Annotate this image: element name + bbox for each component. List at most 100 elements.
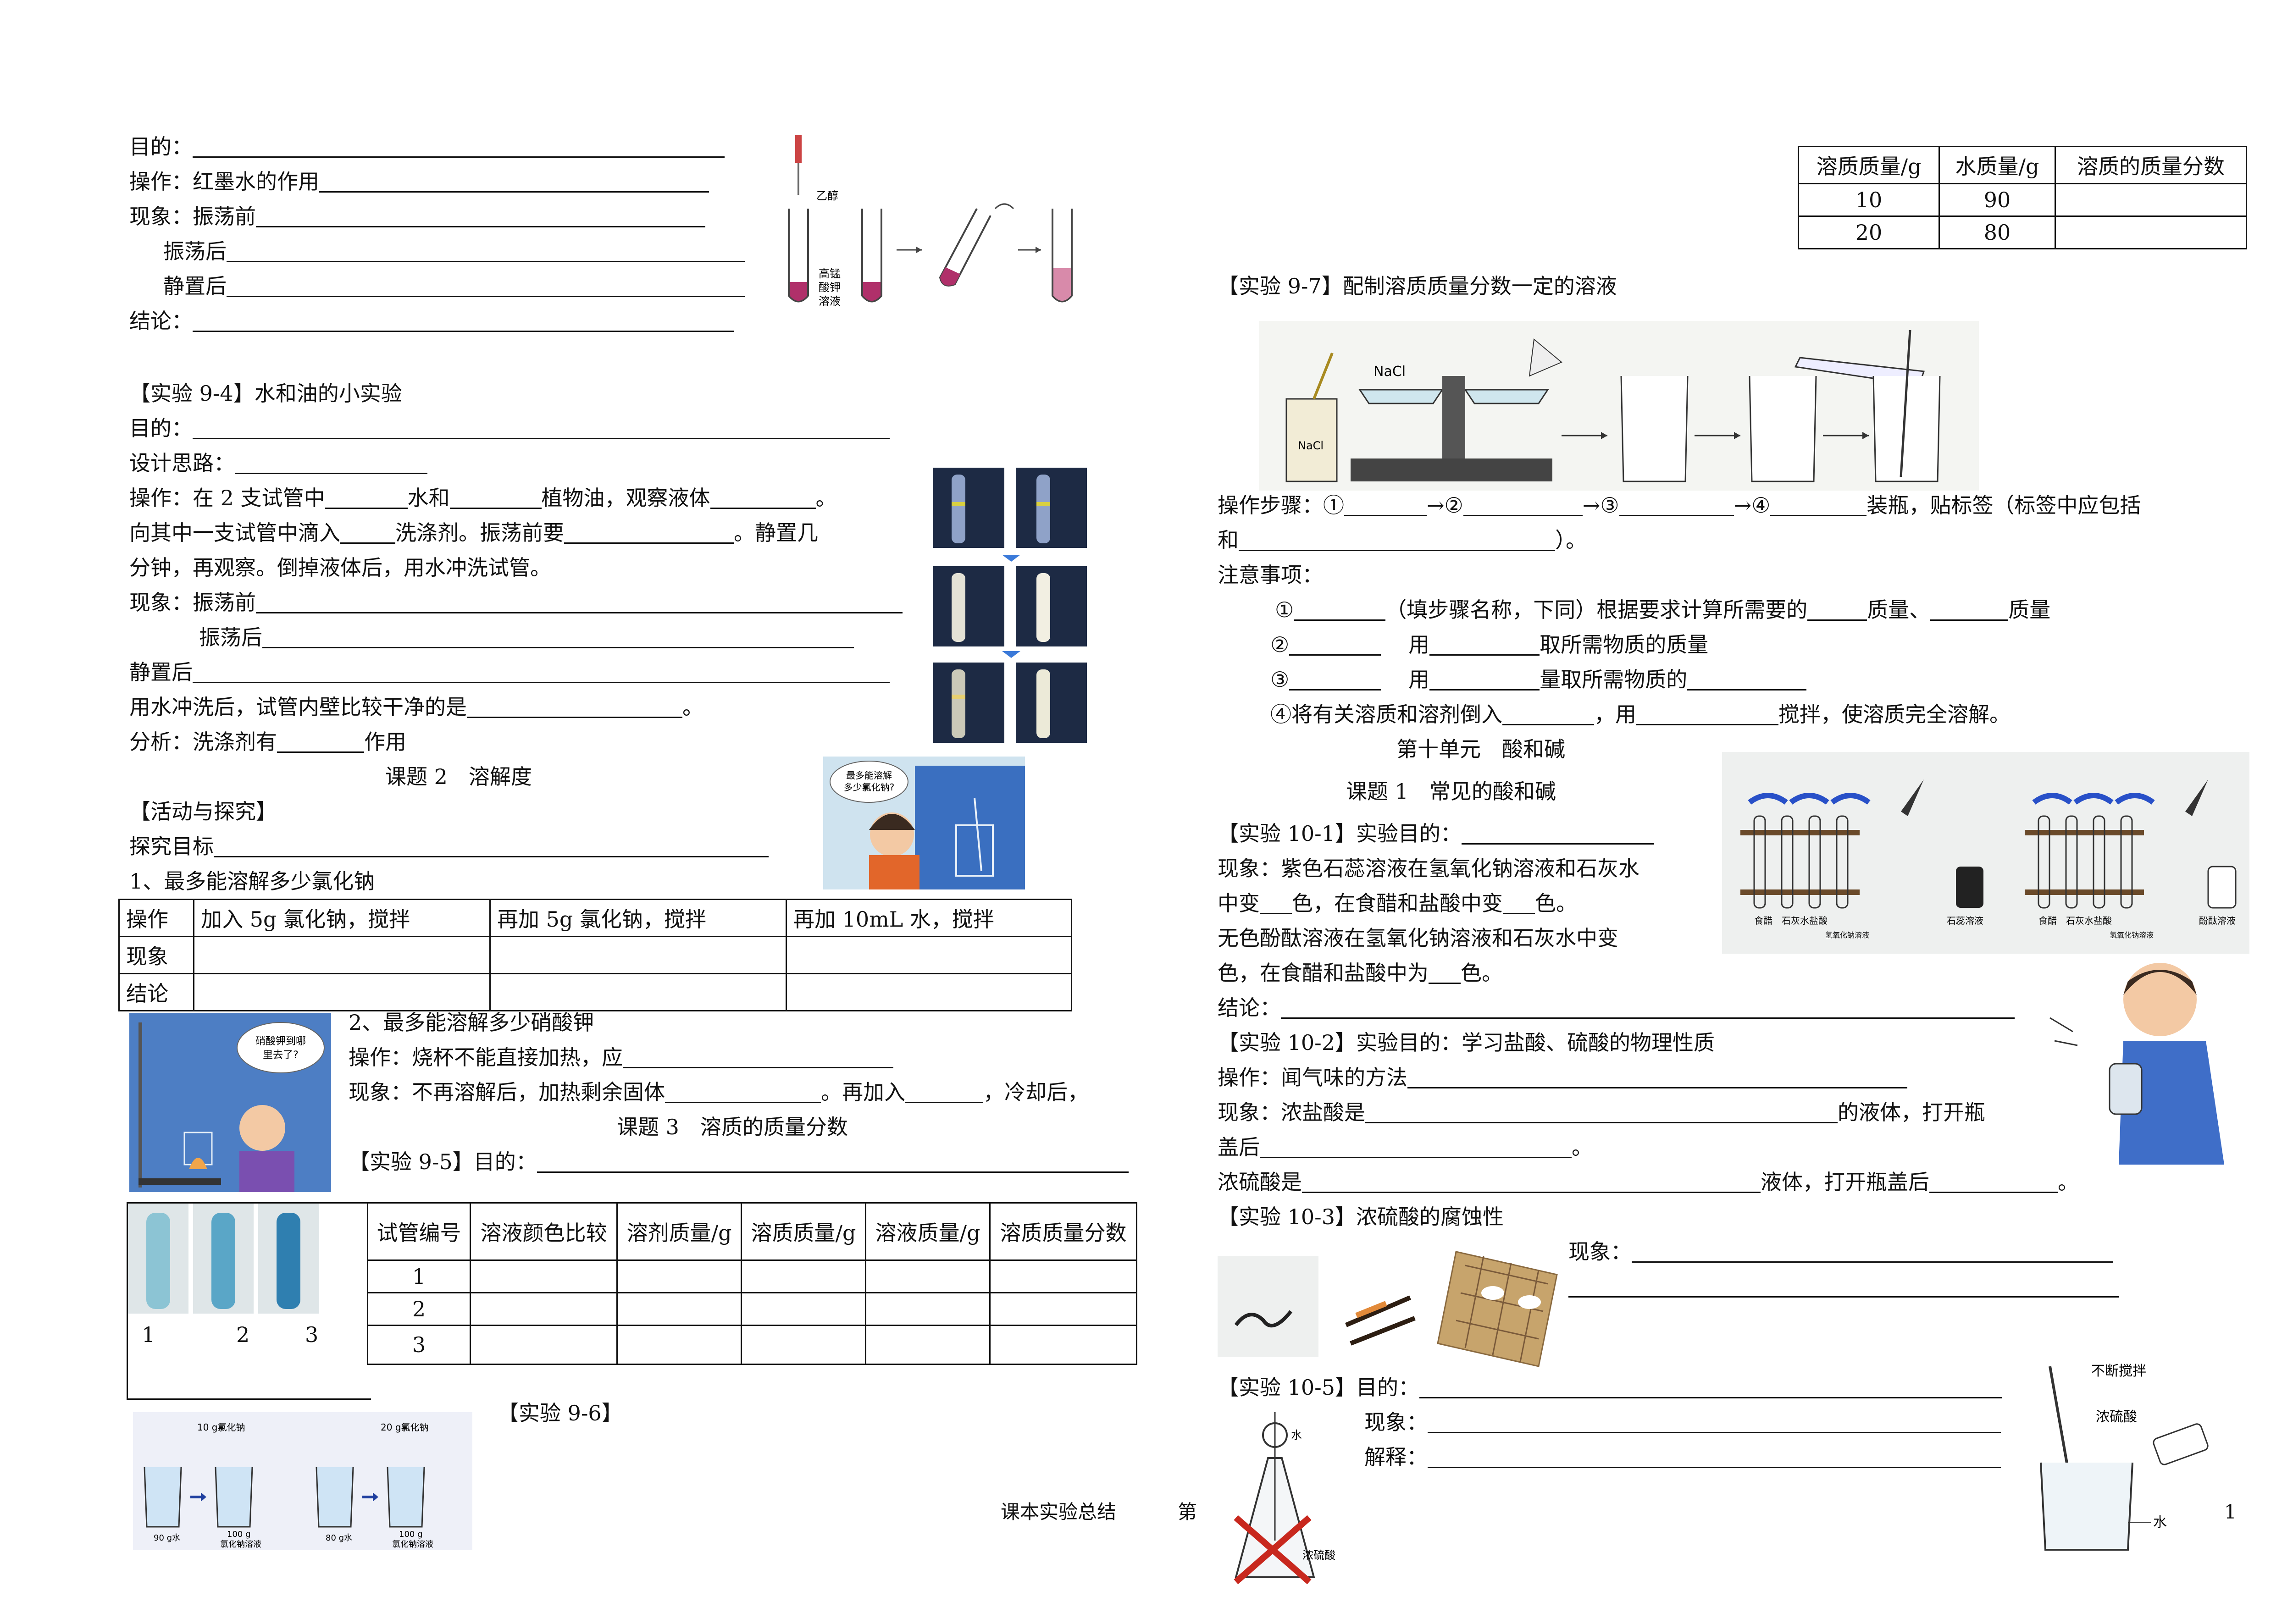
exp94-analysis-blank[interactable] — [277, 733, 364, 753]
table-cell[interactable] — [989, 1259, 1138, 1293]
intro-before-blank[interactable] — [256, 208, 705, 227]
exp101-ph-4: 色，在食醋和盐酸中为色。 — [1218, 961, 1503, 985]
exp94-design: 设计思路： — [129, 450, 427, 476]
topic2-goal-blank[interactable] — [214, 838, 769, 857]
note4-blank-2[interactable] — [1636, 706, 1778, 725]
exp101-ph-1: 现象：紫色石蕊溶液在氢氧化钠溶液和石灰水 — [1218, 856, 1639, 881]
exp94-purpose-blank[interactable] — [193, 420, 890, 439]
h2so4-appearance-blank[interactable] — [1302, 1173, 1761, 1193]
intro-after-shake-blank[interactable] — [227, 243, 745, 262]
stand-base — [138, 1178, 221, 1185]
exp94-blank-detergent[interactable] — [340, 524, 395, 544]
hcl-open-blank[interactable] — [1260, 1138, 1572, 1158]
exp94-rinse-blank[interactable] — [467, 698, 682, 718]
exp103-ph-blank-1[interactable] — [1632, 1243, 2113, 1263]
note2-blank-1[interactable] — [1289, 636, 1381, 656]
exp105-ph-blank[interactable] — [1428, 1414, 2001, 1433]
exp101-ph-3: 无色酚酞溶液在氢氧化钠溶液和石灰水中变 — [1218, 926, 1618, 950]
q2-ph-blank-2[interactable] — [905, 1083, 983, 1103]
set1-label-limewater: 石灰水 — [1782, 915, 1809, 926]
note2-blank-2[interactable] — [1429, 636, 1540, 656]
table-cell[interactable] — [470, 1325, 618, 1365]
fig96-100g-a: 100 g — [227, 1530, 251, 1539]
step-3-blank[interactable] — [1619, 497, 1734, 516]
table-cell: 溶质质量分数 — [989, 1202, 1138, 1261]
litmus-acid-color-blank[interactable] — [1503, 895, 1535, 914]
exp94-blank-water[interactable] — [325, 489, 408, 509]
exp94-ph-rest-blank[interactable] — [193, 663, 890, 683]
exp95-purpose-blank[interactable] — [537, 1153, 1129, 1173]
step-2-blank[interactable] — [1463, 497, 1583, 516]
exp94-blank-oil[interactable] — [449, 489, 542, 509]
tube-1 — [788, 209, 809, 303]
exp101-purpose-blank[interactable] — [1461, 825, 1654, 845]
fig96-beaker-4 — [387, 1467, 425, 1528]
exp94-op-line3: 分钟，再观察。倒掉液体后，用水冲洗试管。 — [129, 555, 551, 580]
exp94-design-blank[interactable] — [235, 454, 427, 474]
note1-blank-3[interactable] — [1930, 601, 2009, 621]
q2-op-blank[interactable] — [623, 1049, 893, 1068]
fig105-acid-label: 浓硫酸 — [1302, 1549, 1335, 1562]
note3-blank-3[interactable] — [1687, 671, 1807, 690]
q2-ph-blank-1[interactable] — [665, 1083, 821, 1103]
table-cell[interactable] — [865, 1325, 991, 1365]
table-cell[interactable] — [865, 1259, 991, 1293]
exp102-ph-1: 现象：浓盐酸是的液体，打开瓶 — [1218, 1100, 1985, 1125]
exp94-ph-before-blank[interactable] — [256, 594, 903, 613]
table-cell: 操作 — [118, 899, 195, 937]
step-1-blank[interactable] — [1344, 497, 1427, 516]
intro-after-rest-blank[interactable] — [227, 277, 745, 297]
table-cell[interactable] — [785, 936, 1073, 974]
table-cell[interactable] — [193, 973, 491, 1011]
tube-label-2: 2 — [236, 1322, 250, 1347]
phenol-acid-color-blank[interactable] — [1429, 964, 1461, 984]
table-cell[interactable] — [616, 1325, 742, 1365]
exp101-conclusion-blank[interactable] — [1281, 999, 2015, 1019]
table-cell[interactable] — [489, 936, 787, 974]
intro-conclusion-blank[interactable] — [193, 312, 734, 332]
exp102-op-blank[interactable] — [1407, 1069, 1907, 1088]
table-cell[interactable] — [616, 1259, 742, 1293]
table-cell[interactable] — [2054, 183, 2248, 217]
note1-blank-1[interactable] — [1294, 601, 1386, 621]
table-cell[interactable] — [616, 1292, 742, 1326]
table-cell[interactable] — [865, 1292, 991, 1326]
table-cell[interactable] — [2054, 215, 2248, 249]
exp94-blank-before[interactable] — [564, 524, 734, 544]
exp105-purpose-blank[interactable] — [1419, 1379, 2002, 1398]
step-4-blank[interactable] — [1770, 497, 1867, 516]
table-cell[interactable] — [193, 936, 491, 974]
table-cell[interactable] — [470, 1259, 618, 1293]
h2so4-open-blank[interactable] — [1929, 1173, 2058, 1193]
intro-purpose-blank[interactable] — [193, 138, 725, 158]
exp105-explain-blank[interactable] — [1428, 1448, 2001, 1468]
intro-operation-blank[interactable] — [319, 173, 709, 193]
table-cell[interactable] — [470, 1292, 618, 1326]
exp102-title: 【实验 10-2】实验目的：学习盐酸、硫酸的物理性质 — [1218, 1030, 1715, 1055]
note4-blank-1[interactable] — [1502, 706, 1594, 725]
table-cell[interactable] — [741, 1292, 866, 1326]
label-content-blank[interactable] — [1239, 531, 1555, 551]
page-number: 1 — [2224, 1501, 2237, 1523]
table-cell[interactable] — [741, 1325, 866, 1365]
fig96-beaker-3 — [316, 1467, 354, 1528]
nacl-table: 操作加入 5g 氯化钠，搅拌再加 5g 氯化钠，搅拌再加 10mL 水，搅拌现象… — [118, 899, 1073, 1011]
exp103-ph-blank-2[interactable] — [1568, 1278, 2119, 1298]
note3-blank-2[interactable] — [1429, 671, 1540, 690]
note3-blank-1[interactable] — [1289, 671, 1381, 690]
litmus-base-color-blank[interactable] — [1260, 895, 1292, 914]
exp105-ph: 现象： — [1364, 1409, 2001, 1435]
table-cell[interactable] — [989, 1292, 1138, 1326]
table-cell: 结论 — [118, 973, 195, 1011]
table-cell[interactable] — [741, 1259, 866, 1293]
topic2-q1: 1、最多能溶解多少氯化钠 — [129, 869, 375, 894]
hcl-appearance-blank[interactable] — [1365, 1104, 1838, 1123]
table-cell[interactable] — [785, 973, 1073, 1011]
table-cell[interactable] — [489, 973, 787, 1011]
exp94-blank-observe[interactable] — [710, 489, 816, 509]
boy-head — [239, 1105, 285, 1151]
table-cell[interactable] — [989, 1325, 1138, 1365]
speech-bubble — [830, 761, 908, 803]
note1-blank-2[interactable] — [1807, 601, 1867, 621]
exp94-ph-after-blank[interactable] — [262, 629, 854, 648]
